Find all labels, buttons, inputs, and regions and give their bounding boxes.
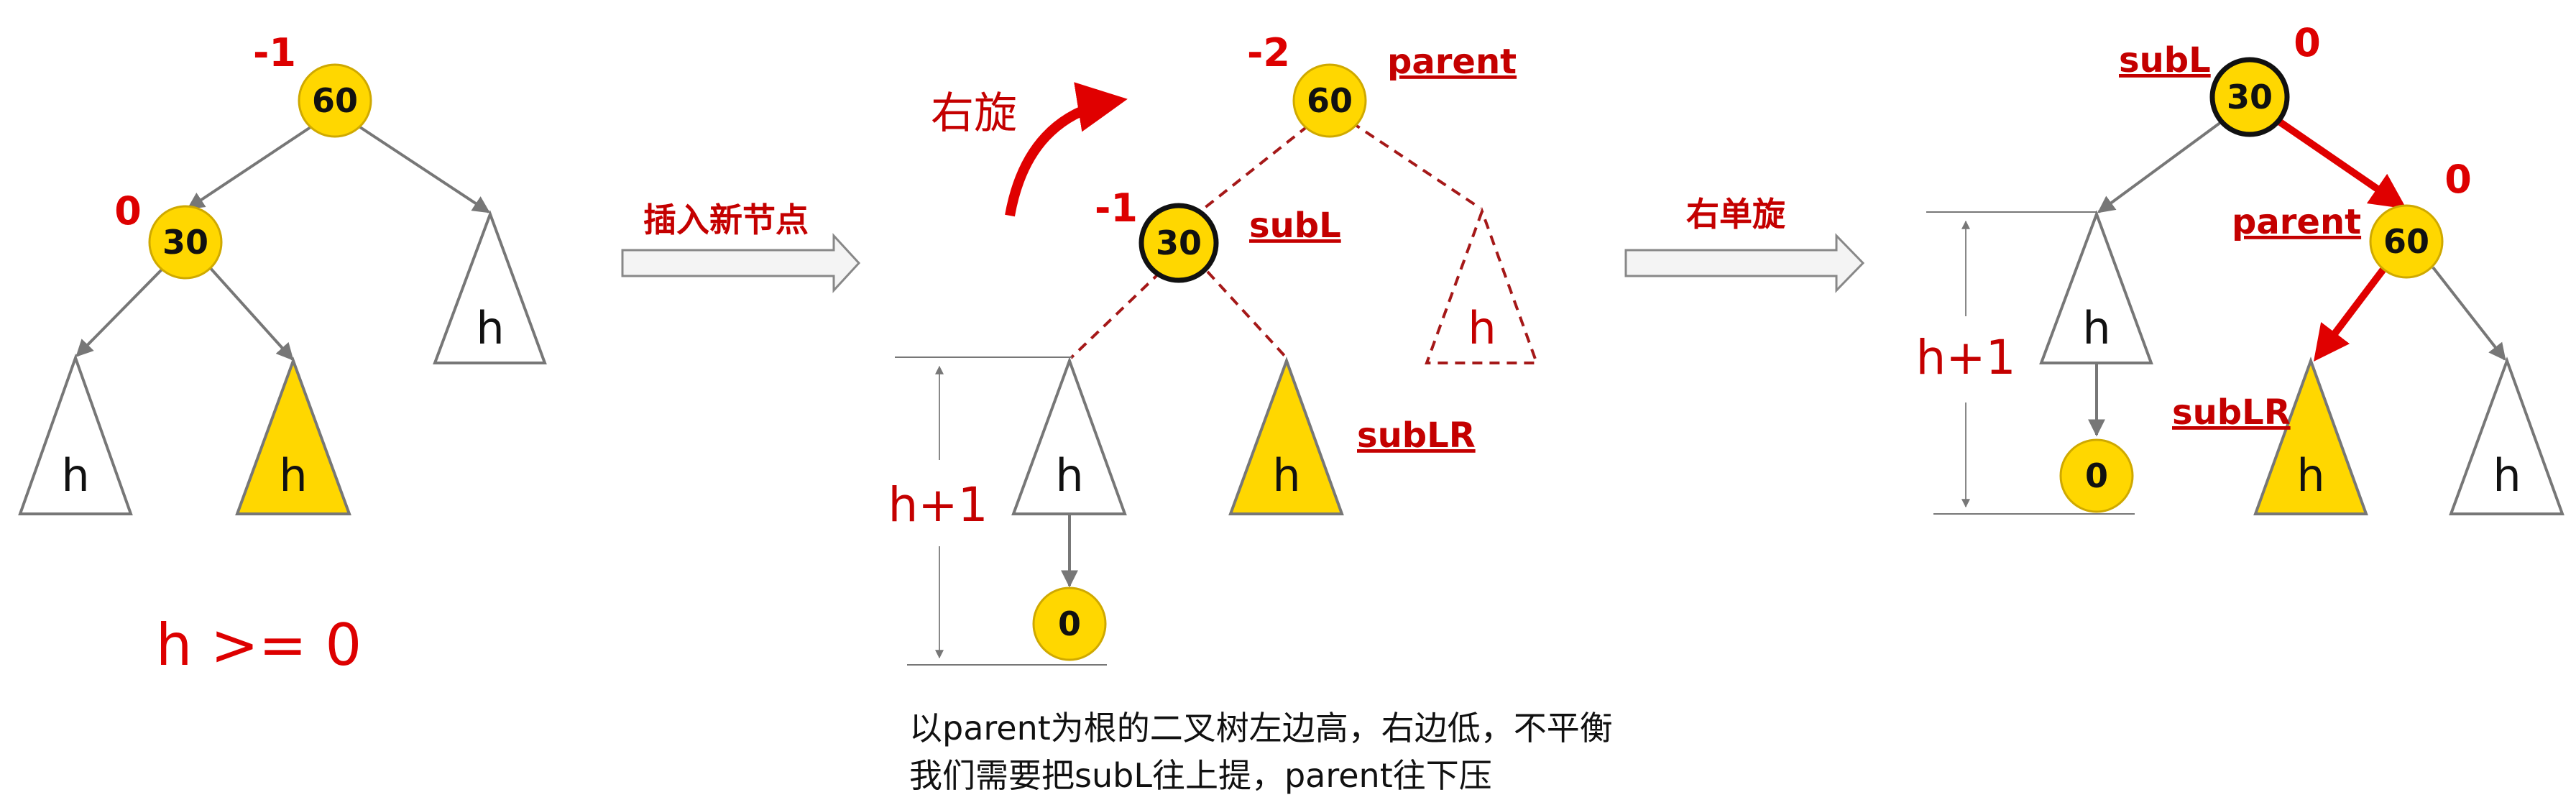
node-60: [298, 63, 372, 138]
edge-30-left: [2097, 121, 2222, 213]
tag-parent: parent: [1387, 42, 1517, 82]
node-30: [1138, 203, 1219, 283]
hollow-arrow-1: [621, 233, 861, 293]
edge-60-30-dashed: [1202, 124, 1310, 210]
condition-text: h >= 0: [156, 612, 362, 678]
edge-30-mid-dashed: [1206, 270, 1288, 359]
caption-line-2: 我们需要把subL往上提，parent往下压: [909, 756, 1492, 795]
arrow-insert-label: 插入新节点: [643, 201, 809, 239]
tag-subLR: subLR: [2172, 392, 2291, 433]
balance-30: 0: [2294, 20, 2321, 65]
node-30-label: 30: [162, 223, 208, 262]
panel-after-rotation: 30 0 subL 60 0 parent h+1 h 0 h subLR h: [1915, 20, 2564, 515]
tag-subL: subL: [2119, 40, 2211, 80]
node-60: [2369, 204, 2444, 279]
subtree-mid: [235, 356, 351, 515]
subtree-right-label: h: [1468, 302, 1496, 354]
caption: 以parent为根的二叉树左边高，右边低，不平衡 我们需要把subL往上提，pa…: [909, 704, 1613, 799]
tag-parent: parent: [2232, 202, 2361, 242]
edge-30-left-dashed: [1070, 270, 1162, 359]
subtree-mid-label: h: [1272, 449, 1300, 502]
hollow-arrow-2: [1624, 233, 1865, 293]
subtree-mid-label: h: [279, 449, 307, 502]
node-30: [2209, 57, 2290, 137]
subtree-mid: [2253, 356, 2368, 515]
balance-60: -2: [1247, 30, 1290, 75]
edge-60-right: [356, 124, 491, 213]
subtree-left-label: h: [1055, 449, 1083, 502]
subtree-right-label: h: [476, 302, 504, 354]
edge-60-subLR-red: [2313, 264, 2388, 362]
subtree-right-dashed: [1425, 207, 1539, 364]
new-node-0: [1032, 586, 1107, 661]
subtree-left-label: h: [2082, 302, 2110, 354]
new-node-label: 0: [1058, 604, 1081, 643]
rotate-arrow-icon: [1005, 82, 1128, 217]
node-60-label: 60: [1307, 81, 1353, 120]
subtree-mid: [1228, 356, 1344, 515]
height-label: h+1: [888, 477, 988, 533]
tag-subL: subL: [1249, 206, 1341, 246]
node-30-label: 30: [1156, 224, 1202, 262]
new-node-label: 0: [2085, 456, 2108, 495]
new-node-0: [2059, 438, 2134, 513]
edge-30-left: [75, 264, 167, 357]
edge-30-60-red: [2273, 115, 2407, 209]
subtree-right-label: h: [2493, 449, 2521, 502]
node-60-label: 60: [2383, 222, 2429, 261]
node-60: [1292, 63, 1367, 138]
subtree-right: [433, 210, 547, 364]
arrow-rotate-label: 右单旋: [1686, 195, 1785, 234]
subtree-right: [2449, 356, 2564, 515]
node-30: [148, 205, 223, 280]
balance-30: -1: [1095, 185, 1138, 231]
edge-60-right: [2432, 266, 2506, 361]
rotate-label: 右旋: [931, 88, 1017, 139]
node-30-label: 30: [2227, 78, 2273, 116]
tag-subLR: subLR: [1357, 415, 1476, 456]
balance-30: 0: [114, 188, 142, 234]
subtree-left: [18, 354, 133, 515]
arrow-insert: 插入新节点: [621, 201, 861, 293]
height-label: h+1: [1915, 330, 2015, 385]
subtree-mid-label: h: [2296, 449, 2324, 502]
arrow-rotate: 右单旋: [1624, 195, 1865, 293]
edge-60-30: [187, 124, 314, 210]
panel-after-insert: 右旋 60 -2 parent 30 -1 subL h+1 h 0 h sub…: [888, 30, 1539, 666]
caption-line-1: 以parent为根的二叉树左边高，右边低，不平衡: [909, 709, 1613, 748]
edge-60-right-dashed: [1350, 121, 1482, 210]
balance-60: 0: [2444, 157, 2472, 202]
subtree-left-label: h: [61, 449, 89, 502]
edge-30-mid: [207, 264, 294, 361]
balance-60: -1: [253, 30, 296, 75]
node-60-label: 60: [312, 81, 358, 120]
panel-before-insert: 60 -1 30 0 h h h h >= 0: [18, 30, 547, 678]
